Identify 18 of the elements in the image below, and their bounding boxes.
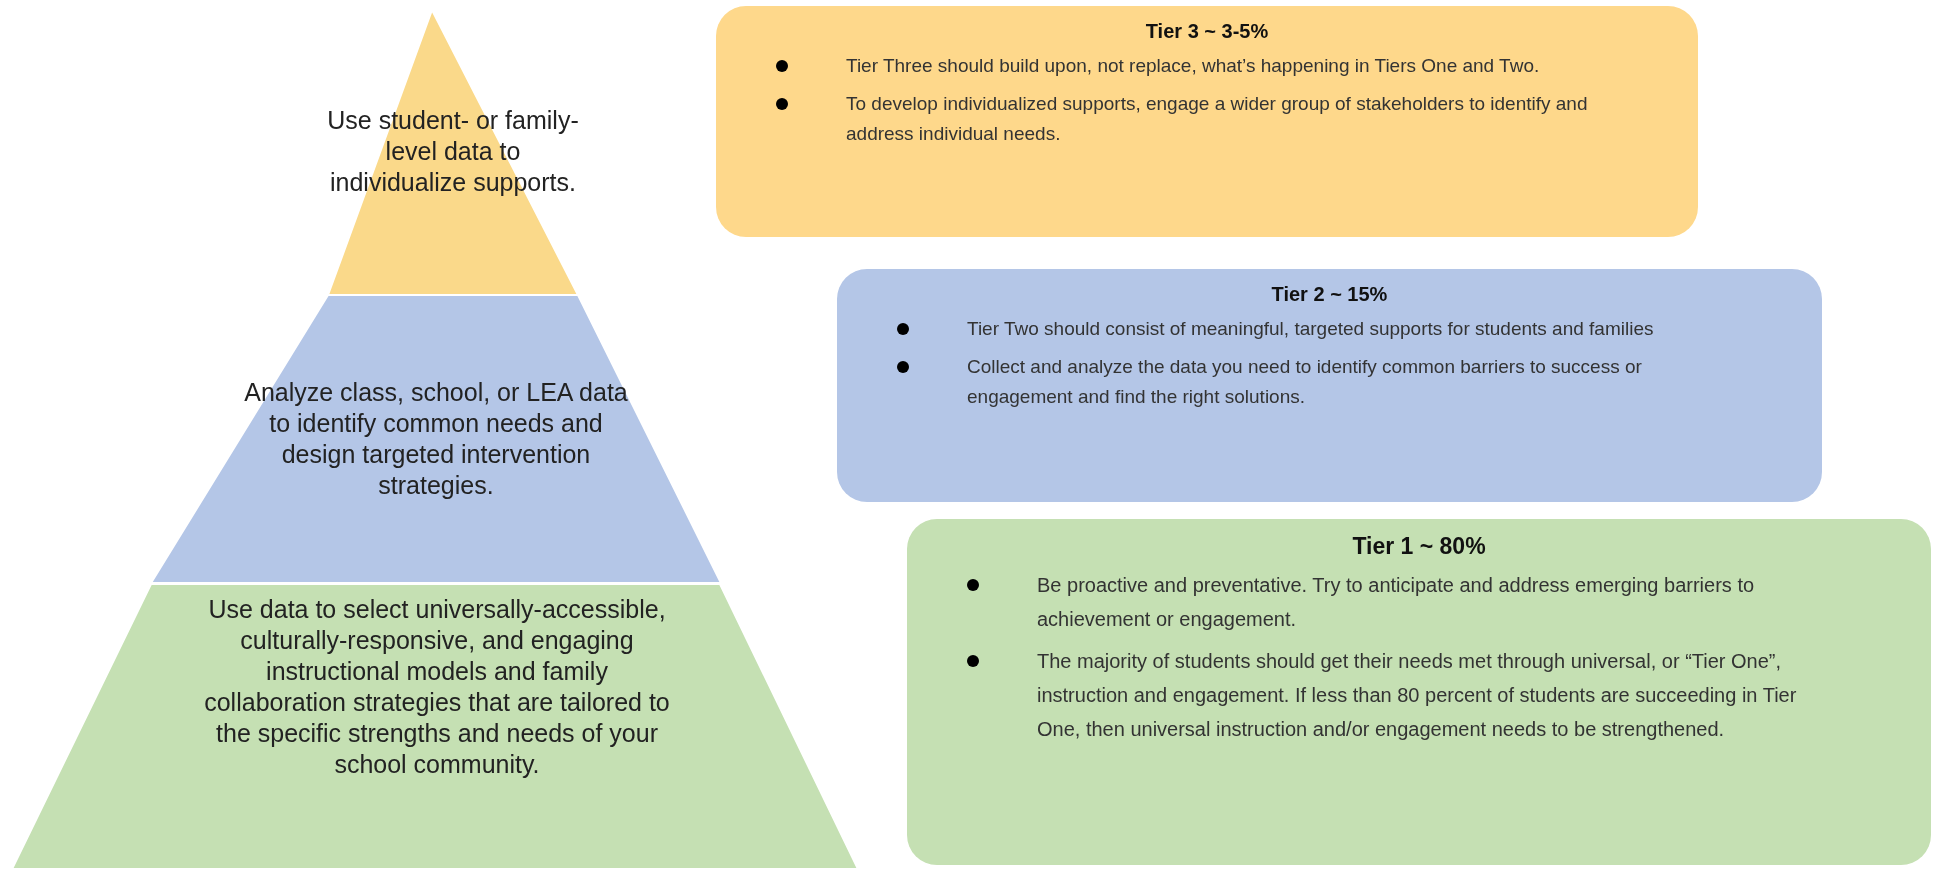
tier-card: [907, 519, 1931, 865]
bullet-text: The majority of students should get their needs met through universal, or “Tier One”, instruction and engagement. If less than 80 percent of students are succeeding in Tier One, then universal instruction and/or engagement needs to be strengthened.: [1037, 650, 1797, 740]
card-heading: Tier 3 ~ 3-5%: [1144, 20, 1270, 43]
card-heading: Tier 2 ~ 15%: [1270, 283, 1389, 306]
bullet-text: Tier Three should build upon, not replace, what’s happening in Tiers One and Two.: [846, 55, 1540, 76]
bullet-text: Be proactive and preventative. Try to anticipate and address emerging barriers to achievement or engagement.: [1037, 574, 1755, 630]
tier-description: Use data to select universally-accessible, culturally-responsive, and engaging instructional models and family collaboration strategies that are tailored to the specific strengths and needs of your school community.: [203, 594, 671, 780]
pyramid-tier: [12, 584, 858, 869]
tier-description: Analyze class, school, or LEA data to identify common needs and design targeted intervention strategies.: [243, 377, 629, 501]
tier-description: Use student- or family-level data to individualize supports.: [326, 105, 580, 198]
pyramid-tier: [151, 295, 721, 583]
tier-card: [837, 269, 1822, 502]
bullet-text: To develop individualized supports, engage a wider group of stakeholders to identify and address individual needs.: [846, 93, 1588, 144]
bullet-text: Collect and analyze the data you need to identify common barriers to success or engagement and find the right solutions.: [967, 356, 1642, 407]
bullet-text: Tier Two should consist of meaningful, targeted supports for students and families: [967, 318, 1654, 339]
tier-card: [716, 6, 1698, 237]
pyramid-tier: [328, 10, 578, 295]
card-heading: Tier 1 ~ 80%: [1351, 533, 1487, 560]
